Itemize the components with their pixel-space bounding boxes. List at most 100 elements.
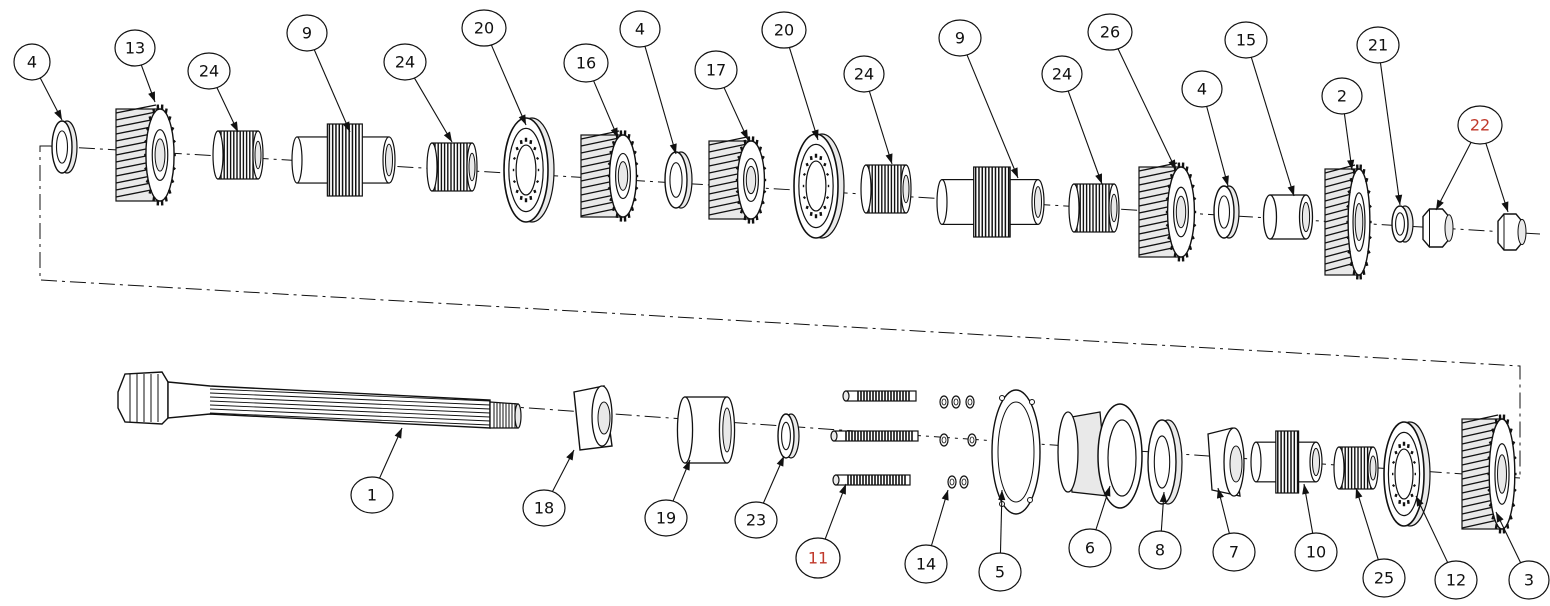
needle-bearing-24d bbox=[1069, 184, 1119, 232]
callout-label: 9 bbox=[302, 24, 312, 43]
leader-bottom-3-arrowhead bbox=[777, 456, 784, 467]
callout-3-helical-gear: 3 bbox=[1509, 561, 1549, 599]
callout-20-synchro-ring: 20 bbox=[762, 12, 806, 48]
callout-label: 5 bbox=[995, 563, 1005, 582]
needle-bearing-24c bbox=[861, 165, 911, 213]
ball-14-3 bbox=[966, 396, 974, 408]
leader-top-13 bbox=[1118, 49, 1176, 170]
callout-23-spacer-ring: 23 bbox=[735, 502, 777, 538]
callout-label: 13 bbox=[125, 39, 145, 58]
leader-top-0-arrowhead bbox=[54, 109, 62, 120]
helical-gear-2 bbox=[1325, 165, 1372, 280]
callout-label: 4 bbox=[635, 20, 645, 39]
callout-22-nut: 22 bbox=[1458, 106, 1502, 144]
leader-top-4 bbox=[414, 78, 452, 142]
callout-label: 11 bbox=[808, 549, 828, 568]
callout-1-mainshaft: 1 bbox=[351, 477, 393, 513]
ball-14-1 bbox=[940, 396, 948, 408]
shim-plate-5 bbox=[992, 390, 1040, 514]
bearing-cone-18 bbox=[574, 386, 612, 450]
callout-label: 24 bbox=[199, 62, 219, 81]
callout-16-helical-gear: 16 bbox=[564, 44, 608, 82]
leader-top-17 bbox=[1380, 63, 1400, 205]
callout-15-bushing: 15 bbox=[1225, 22, 1267, 58]
callout-10-gear-hub: 10 bbox=[1295, 533, 1337, 571]
bearing-cone-7 bbox=[1208, 428, 1244, 496]
pin-11c bbox=[833, 475, 910, 485]
leader-top-18-b-arrowhead bbox=[1502, 201, 1509, 212]
nut-22a bbox=[1423, 209, 1453, 247]
callout-13-helical-gear: 13 bbox=[115, 30, 155, 66]
callout-label: 23 bbox=[746, 511, 766, 530]
callout-label: 22 bbox=[1470, 116, 1490, 135]
callout-2-helical-gear: 2 bbox=[1322, 78, 1362, 114]
callout-label: 6 bbox=[1085, 539, 1095, 558]
callout-26-helical-gear: 26 bbox=[1088, 14, 1132, 50]
callout-label: 10 bbox=[1306, 543, 1326, 562]
callout-label: 24 bbox=[1052, 65, 1072, 84]
callout-label: 19 bbox=[656, 509, 676, 528]
callout-8-snap-ring: 8 bbox=[1139, 531, 1181, 569]
callout-7-bearing-cone: 7 bbox=[1213, 533, 1255, 571]
needle-bearing-24b bbox=[427, 143, 477, 191]
gear-hub-10 bbox=[1251, 431, 1322, 493]
ball-14-7 bbox=[960, 476, 968, 488]
leader-top-11 bbox=[967, 55, 1018, 178]
ball-14-6 bbox=[948, 476, 956, 488]
callout-label: 4 bbox=[27, 53, 37, 72]
callout-4-thrust-washer: 4 bbox=[620, 11, 660, 47]
callout-label: 8 bbox=[1155, 541, 1165, 560]
callout-label: 9 bbox=[955, 29, 965, 48]
gear-hub-9b bbox=[937, 167, 1044, 237]
ball-14-4 bbox=[940, 434, 948, 446]
leader-top-11-arrowhead bbox=[1011, 167, 1018, 178]
helical-gear-3 bbox=[1462, 415, 1517, 534]
callout-14-ball-set: 14 bbox=[905, 545, 947, 583]
helical-gear-17 bbox=[709, 136, 766, 223]
ball-14-2 bbox=[952, 396, 960, 408]
callout-24-needle-bearing: 24 bbox=[188, 53, 230, 89]
callout-9-gear-hub: 9 bbox=[287, 15, 327, 51]
leader-top-7 bbox=[645, 46, 676, 154]
callout-label: 1 bbox=[367, 486, 377, 505]
leader-top-5 bbox=[491, 45, 526, 125]
thrust-washer-4c bbox=[1214, 186, 1239, 238]
callout-24-needle-bearing: 24 bbox=[1042, 56, 1082, 92]
gear-hub-9a bbox=[292, 124, 395, 196]
callout-label: 24 bbox=[854, 65, 874, 84]
leader-top-9 bbox=[789, 47, 818, 140]
leader-bottom-10-arrowhead bbox=[1302, 484, 1309, 494]
bearing-housing-6 bbox=[1058, 404, 1142, 508]
leader-top-15 bbox=[1251, 57, 1294, 196]
synchro-ring-20b bbox=[794, 134, 844, 238]
bushing-15 bbox=[1264, 195, 1313, 239]
callout-4-thrust-washer: 4 bbox=[14, 44, 50, 80]
callout-label: 16 bbox=[576, 54, 596, 73]
callout-5-shim-plate: 5 bbox=[979, 553, 1021, 591]
callout-label: 21 bbox=[1368, 36, 1388, 55]
washer-21 bbox=[1392, 206, 1413, 242]
leader-top-17-arrowhead bbox=[1395, 195, 1402, 205]
needle-bearing-24a bbox=[213, 131, 263, 179]
callout-label: 4 bbox=[1197, 80, 1207, 99]
callout-25-needle-bearing: 25 bbox=[1363, 559, 1405, 597]
callout-20-synchro-ring: 20 bbox=[462, 10, 506, 46]
callout-label: 20 bbox=[474, 19, 494, 38]
callout-label: 20 bbox=[774, 21, 794, 40]
thrust-washer-4b bbox=[665, 152, 692, 208]
callout-label: 18 bbox=[534, 499, 554, 518]
leader-bottom-5-arrowhead bbox=[942, 490, 949, 501]
callout-6-bearing-housing: 6 bbox=[1069, 529, 1111, 567]
callout-21-washer: 21 bbox=[1357, 27, 1399, 63]
parts-layer bbox=[52, 105, 1526, 534]
leader-top-10 bbox=[869, 91, 892, 164]
callout-label: 12 bbox=[1446, 571, 1466, 590]
helical-gear-13 bbox=[116, 105, 176, 206]
leader-top-18-b bbox=[1486, 143, 1508, 212]
leader-top-14 bbox=[1207, 106, 1228, 186]
callout-label: 14 bbox=[916, 555, 936, 574]
leader-top-10-arrowhead bbox=[886, 153, 893, 164]
callout-12-synchro-ring: 12 bbox=[1435, 561, 1477, 599]
